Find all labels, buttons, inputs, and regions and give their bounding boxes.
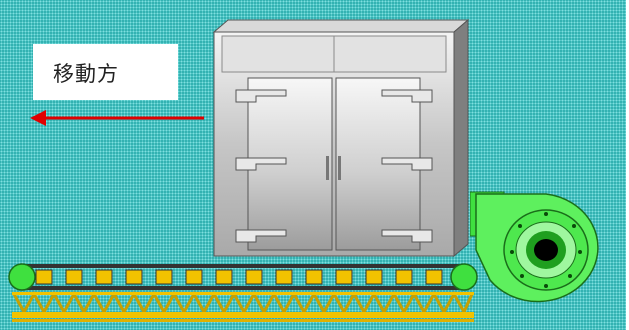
direction-arrow-icon [28,106,208,130]
oven-cabinet [210,18,472,260]
conveyor-belt [8,262,478,326]
direction-label-box: 移動方 [33,44,178,100]
direction-label: 移動方 [53,58,119,88]
blower-fan-icon [470,186,620,304]
